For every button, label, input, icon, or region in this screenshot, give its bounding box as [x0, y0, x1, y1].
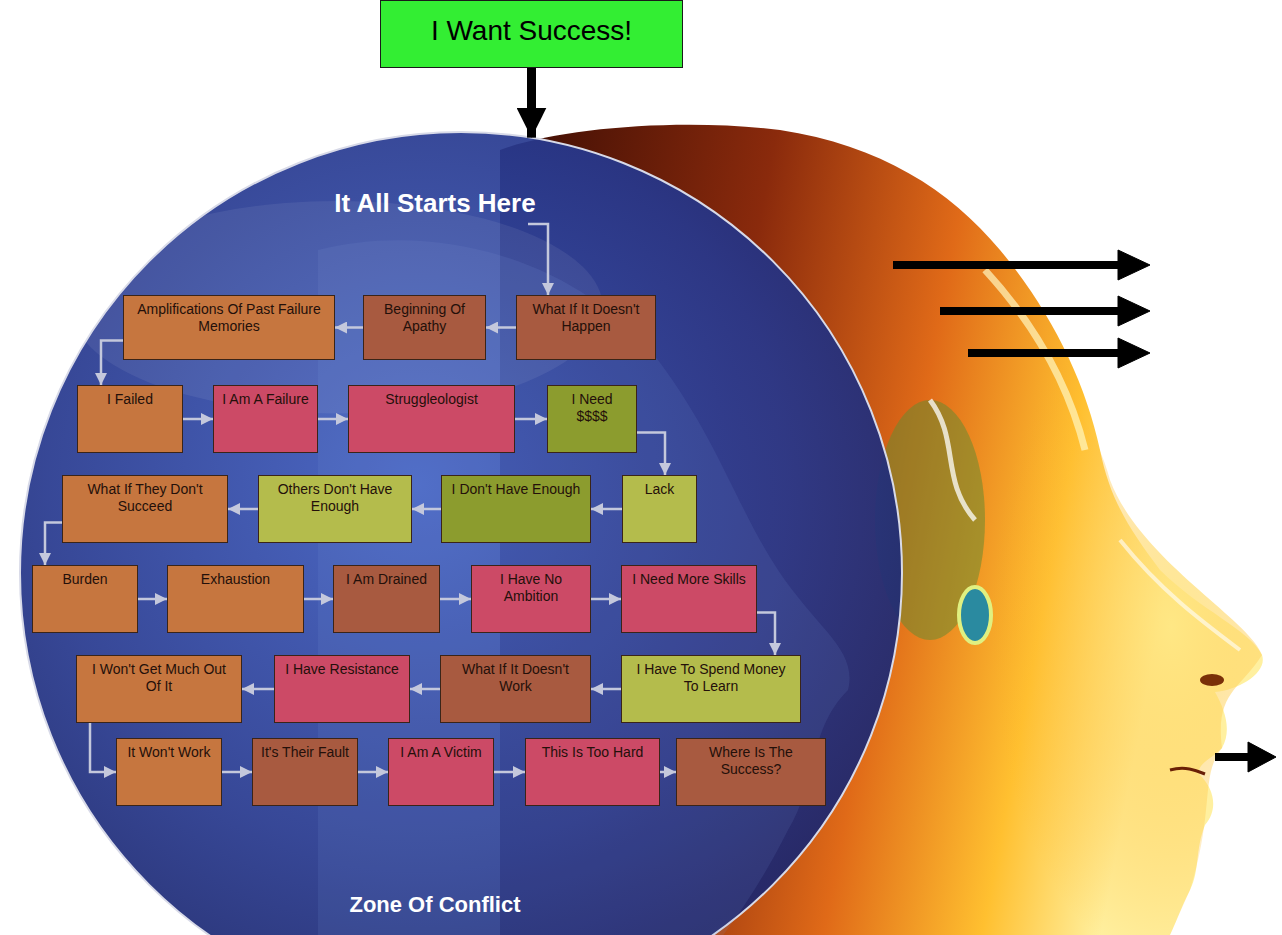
- thought-box: What If They Don't Succeed: [62, 475, 228, 543]
- thought-box: I Need $$$$: [547, 385, 637, 453]
- forehead-highlight: [985, 270, 1085, 450]
- thought-label: I Have To Spend Money To Learn: [628, 661, 794, 695]
- thought-label: I Won't Get Much Out Of It: [83, 661, 235, 695]
- thought-arrows: [893, 250, 1276, 772]
- thought-box: Beginning Of Apathy: [363, 295, 486, 360]
- thought-label: Others Don't Have Enough: [265, 481, 405, 515]
- thought-label: This Is Too Hard: [532, 744, 653, 761]
- thought-box: This Is Too Hard: [525, 738, 660, 806]
- thought-box: I Am A Victim: [388, 738, 494, 806]
- thought-label: I Need $$$$: [554, 391, 630, 425]
- lip-line: [1170, 768, 1205, 774]
- thought-box: I Don't Have Enough: [441, 475, 591, 543]
- conflict-zone-circle: It All Starts HereZone Of Conflict What I…: [18, 130, 904, 935]
- circle-fill: [20, 132, 902, 935]
- ghost-head: [318, 240, 850, 935]
- thought-label: I Have No Ambition: [478, 571, 584, 605]
- goal-box: I Want Success!: [380, 0, 683, 68]
- thought-box: Burden: [32, 565, 138, 633]
- thought-label: What If It Doesn't Work: [447, 661, 584, 695]
- thought-label: Lack: [629, 481, 690, 498]
- thought-label: Exhaustion: [174, 571, 297, 588]
- thought-box: I Won't Get Much Out Of It: [76, 655, 242, 723]
- thought-box: I Need More Skills: [621, 565, 757, 633]
- thought-box: I Am A Failure: [213, 385, 318, 453]
- thought-label: Beginning Of Apathy: [370, 301, 479, 335]
- thought-label: What If It Doesn't Happen: [523, 301, 649, 335]
- thought-label: I Failed: [84, 391, 176, 408]
- thought-box: Struggleologist: [348, 385, 515, 453]
- thought-label: Where Is The Success?: [683, 744, 819, 778]
- thought-label: I Am A Failure: [220, 391, 311, 408]
- eye: [959, 587, 991, 643]
- thought-label: Struggleologist: [355, 391, 508, 408]
- start-heading: It All Starts Here: [18, 188, 852, 218]
- thought-box: It's Their Fault: [252, 738, 358, 806]
- brow-highlight: [930, 400, 975, 520]
- thought-label: It's Their Fault: [259, 744, 351, 761]
- nose-highlight: [1120, 540, 1240, 650]
- thought-box: Lack: [622, 475, 697, 543]
- thought-label: I Am Drained: [340, 571, 433, 588]
- thought-box: I Failed: [77, 385, 183, 453]
- zone-heading: Zone Of Conflict: [18, 892, 852, 918]
- goal-label: I Want Success!: [389, 15, 674, 47]
- thought-box: I Have No Ambition: [471, 565, 591, 633]
- thought-box: It Won't Work: [116, 738, 222, 806]
- thought-box: What If It Doesn't Work: [440, 655, 591, 723]
- thought-box: Amplifications Of Past Failure Memories: [123, 295, 335, 360]
- thought-box: I Have Resistance: [274, 655, 410, 723]
- thought-label: I Have Resistance: [281, 661, 403, 678]
- thought-label: It Won't Work: [123, 744, 215, 761]
- thought-box: Where Is The Success?: [676, 738, 826, 806]
- thought-box: Exhaustion: [167, 565, 304, 633]
- thought-box: I Have To Spend Money To Learn: [621, 655, 801, 723]
- thought-label: I Don't Have Enough: [448, 481, 584, 498]
- thought-label: I Am A Victim: [395, 744, 487, 761]
- thought-label: Amplifications Of Past Failure Memories: [130, 301, 328, 335]
- thought-label: What If They Don't Succeed: [69, 481, 221, 515]
- thought-box: What If It Doesn't Happen: [516, 295, 656, 360]
- nostril: [1200, 674, 1224, 686]
- thought-box: I Am Drained: [333, 565, 440, 633]
- thought-label: I Need More Skills: [628, 571, 750, 588]
- thought-label: Burden: [39, 571, 131, 588]
- thought-box: Others Don't Have Enough: [258, 475, 412, 543]
- main-arrow: [527, 68, 536, 138]
